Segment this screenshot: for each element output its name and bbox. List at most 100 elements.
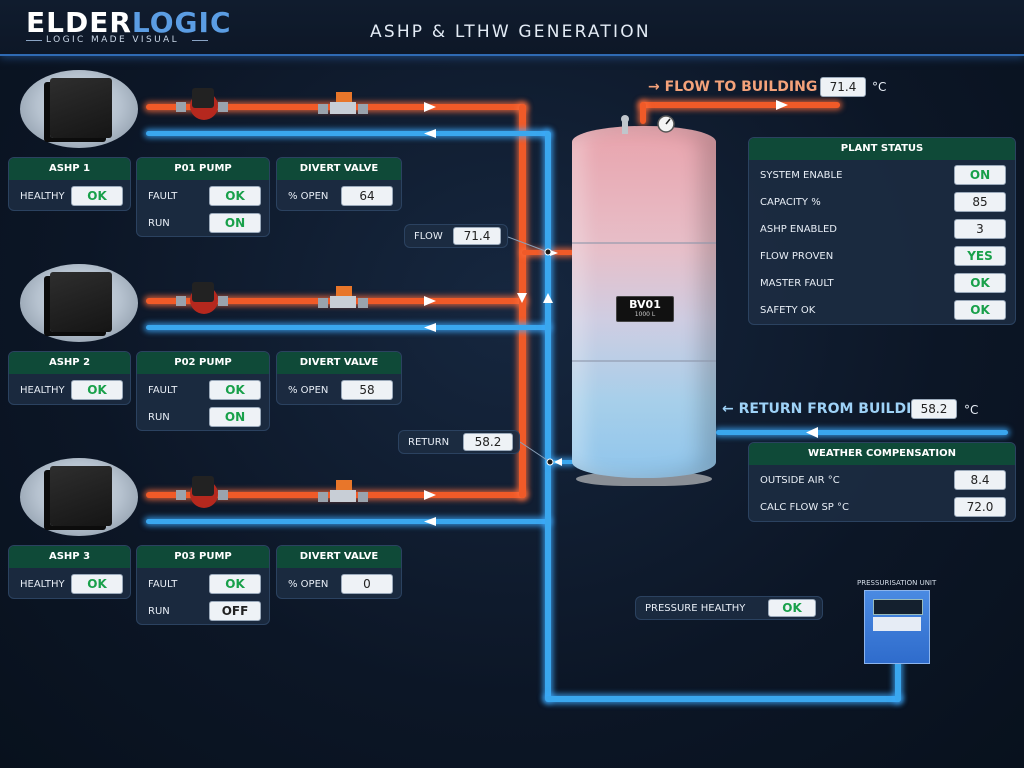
header-return-value[interactable]: 58.2	[463, 433, 513, 451]
buffer-vessel-tag: BV01 1000 L	[616, 296, 674, 322]
master-fault-value[interactable]: OK	[954, 273, 1006, 293]
pressurisation-riser	[895, 660, 901, 702]
ashp2-title: ASHP 2	[9, 352, 130, 374]
tank-gauge-icon	[621, 115, 675, 134]
flow-to-building-value[interactable]: 71.4	[820, 77, 866, 97]
divert-valve-2-panel: DIVERT VALVE % OPEN 58	[276, 351, 402, 405]
ashp-enabled-value[interactable]: 3	[954, 219, 1006, 239]
ashp1-unit-icon[interactable]	[20, 70, 138, 148]
valve1-open-label: % OPEN	[288, 191, 329, 202]
ashp1-title: ASHP 1	[9, 158, 130, 180]
outside-air-label: OUTSIDE AIR °C	[760, 475, 840, 486]
flow-proven-label: FLOW PROVEN	[760, 251, 834, 262]
master-fault-label: MASTER FAULT	[760, 278, 834, 289]
valve1-open-value[interactable]: 64	[341, 186, 393, 206]
plant-status-title: PLANT STATUS	[749, 138, 1015, 160]
return-pipe-ashp3	[146, 519, 550, 524]
return-from-building-pipe	[716, 430, 1008, 435]
flow-proven-value[interactable]: YES	[954, 246, 1006, 266]
header-bar: ELDERLOGIC LOGIC MADE VISUAL ASHP & LTHW…	[0, 0, 1024, 56]
ashp1-healthy-label: HEALTHY	[20, 191, 65, 202]
valve3-open-value[interactable]: 0	[341, 574, 393, 594]
valve3-open-label: % OPEN	[288, 579, 329, 590]
flow-to-building-unit: °C	[872, 80, 887, 94]
ashp2-healthy-value[interactable]: OK	[71, 380, 123, 400]
flow-sensor-icon	[544, 248, 552, 256]
p01-run-label: RUN	[148, 218, 170, 229]
p01-fault-label: FAULT	[148, 191, 178, 202]
calc-flow-sp-label: CALC FLOW SP °C	[760, 502, 849, 513]
ashp3-healthy-label: HEALTHY	[20, 579, 65, 590]
return-pipe-ashp1	[146, 131, 550, 136]
p03-pump-title: P03 PUMP	[137, 546, 269, 568]
flow-arrow	[424, 296, 436, 306]
p02-pump-title: P02 PUMP	[137, 352, 269, 374]
return-header	[545, 131, 551, 701]
flow-arrow	[776, 100, 788, 110]
flow-leader-line	[507, 236, 549, 253]
pressure-healthy-value[interactable]: OK	[768, 599, 816, 617]
plant-status-panel: PLANT STATUS SYSTEM ENABLE ON CAPACITY %…	[748, 137, 1016, 325]
p03-pump-panel: P03 PUMP FAULT OK RUN OFF	[136, 545, 270, 625]
return-arrow	[424, 517, 436, 526]
system-enable-label: SYSTEM ENABLE	[760, 170, 843, 181]
ashp-enabled-label: ASHP ENABLED	[760, 224, 838, 235]
valve2-open-label: % OPEN	[288, 385, 329, 396]
p03-pump-icon[interactable]	[174, 472, 230, 512]
p01-pump-icon[interactable]	[174, 84, 230, 124]
ashp3-healthy-value[interactable]: OK	[71, 574, 123, 594]
return-from-building-value[interactable]: 58.2	[911, 399, 957, 419]
flow-to-building-pipe	[640, 102, 840, 108]
divert-valve-3-title: DIVERT VALVE	[277, 546, 401, 568]
logo-part2: LOGIC	[131, 6, 232, 39]
system-enable-value[interactable]: ON	[954, 165, 1006, 185]
pressurisation-pipe	[545, 696, 901, 702]
safety-ok-value[interactable]: OK	[954, 300, 1006, 320]
p02-run-value[interactable]: ON	[209, 407, 261, 427]
flow-arrow	[424, 102, 436, 112]
divert-valve-1-icon[interactable]	[316, 88, 370, 122]
header-flow-value[interactable]: 71.4	[453, 227, 501, 245]
return-sensor-icon	[546, 458, 554, 466]
capacity-value[interactable]: 85	[954, 192, 1006, 212]
p02-pump-icon[interactable]	[174, 278, 230, 318]
return-from-building-label: ← RETURN FROM BUILDING	[722, 401, 935, 417]
return-pipe-ashp2	[146, 325, 550, 330]
p02-fault-value[interactable]: OK	[209, 380, 261, 400]
weather-compensation-panel: WEATHER COMPENSATION OUTSIDE AIR °C 8.4 …	[748, 442, 1016, 522]
safety-ok-label: SAFETY OK	[760, 305, 816, 316]
ashp3-panel: ASHP 3 HEALTHY OK	[8, 545, 131, 599]
pressure-healthy-readout: PRESSURE HEALTHY OK	[635, 596, 823, 620]
outside-air-value[interactable]: 8.4	[954, 470, 1006, 490]
ashp1-healthy-value[interactable]: OK	[71, 186, 123, 206]
p03-run-value[interactable]: OFF	[209, 601, 261, 621]
buffer-vessel-capacity: 1000 L	[634, 311, 656, 318]
header-return-label: RETURN	[408, 437, 450, 448]
ashp1-panel: ASHP 1 HEALTHY OK	[8, 157, 131, 211]
p01-run-value[interactable]: ON	[209, 213, 261, 233]
return-from-building-unit: °C	[964, 403, 979, 417]
page-title: ASHP & LTHW GENERATION	[370, 22, 651, 42]
pressure-healthy-label: PRESSURE HEALTHY	[645, 603, 746, 614]
logo: ELDERLOGIC	[26, 8, 232, 38]
ashp3-title: ASHP 3	[9, 546, 130, 568]
divert-valve-1-panel: DIVERT VALVE % OPEN 64	[276, 157, 402, 211]
return-leader-line	[519, 441, 551, 463]
divert-valve-3-icon[interactable]	[316, 476, 370, 510]
divert-valve-2-title: DIVERT VALVE	[277, 352, 401, 374]
p01-fault-value[interactable]: OK	[209, 186, 261, 206]
flow-riser	[640, 102, 646, 124]
ashp3-unit-icon[interactable]	[20, 458, 138, 536]
logo-divider	[192, 40, 208, 41]
ashp2-unit-icon[interactable]	[20, 264, 138, 342]
valve2-open-value[interactable]: 58	[341, 380, 393, 400]
p01-pump-title: P01 PUMP	[137, 158, 269, 180]
calc-flow-sp-value[interactable]: 72.0	[954, 497, 1006, 517]
p03-fault-value[interactable]: OK	[209, 574, 261, 594]
logo-divider	[26, 40, 42, 41]
divert-valve-2-icon[interactable]	[316, 282, 370, 316]
p03-fault-label: FAULT	[148, 579, 178, 590]
flow-arrow	[424, 490, 436, 500]
pressurisation-unit-icon[interactable]	[864, 590, 930, 664]
